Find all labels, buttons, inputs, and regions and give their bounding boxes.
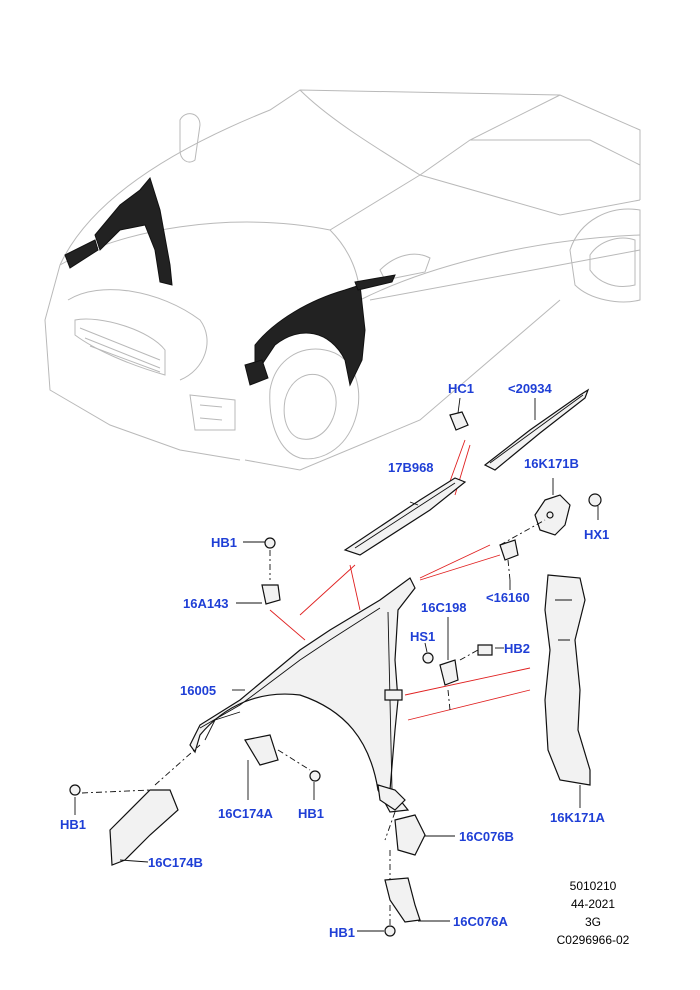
fastener-hs1 xyxy=(422,652,434,664)
callout-16c174a: 16C174A xyxy=(218,806,274,821)
callout-labels: HC1 <20934 17B968 16K171B HX1 HB1 16A143… xyxy=(60,381,609,940)
reference-code: 3G xyxy=(584,915,601,929)
bracket-16c076a xyxy=(384,850,421,925)
bracket-16c076b xyxy=(384,811,426,856)
fender-16005 xyxy=(189,577,416,813)
callout-hb1-mid: HB1 xyxy=(298,806,324,821)
callout-hc1: HC1 xyxy=(448,381,474,396)
callout-16c198: 16C198 xyxy=(421,600,467,615)
seal-17b968 xyxy=(343,477,467,556)
callout-17b968: 17B968 xyxy=(388,460,434,475)
bracket-16160 xyxy=(499,539,519,581)
callout-16k171a: 16K171A xyxy=(550,810,606,825)
callout-16005: 16005 xyxy=(180,683,216,698)
bracket-16a143 xyxy=(261,584,281,605)
callout-hx1: HX1 xyxy=(584,527,609,542)
callout-hb1-top: HB1 xyxy=(211,535,237,550)
callout-16k171b: 16K171B xyxy=(524,456,579,471)
reference-number: 5010210 xyxy=(569,879,617,893)
callout-hb2: HB2 xyxy=(504,641,530,656)
fastener-hb1-mid xyxy=(309,770,321,782)
bracket-16c174b xyxy=(81,744,201,866)
vehicle-overview xyxy=(44,89,641,471)
callout-20934: <20934 xyxy=(508,381,553,396)
callout-16160: <16160 xyxy=(486,590,530,605)
clip-hc1 xyxy=(449,411,469,431)
insulator-16k171a xyxy=(544,574,591,786)
bracket-16c174a xyxy=(244,734,311,771)
reference-date: 44-2021 xyxy=(570,897,616,911)
callout-16c174b: 16C174B xyxy=(148,855,203,870)
bracket-16k171b xyxy=(499,494,571,546)
fastener-hb1-top xyxy=(264,537,276,580)
reference-id: C0296966-02 xyxy=(556,933,630,947)
callout-hb1-bottom: HB1 xyxy=(329,925,355,940)
leader-lines xyxy=(74,397,599,932)
fastener-hb2 xyxy=(459,644,493,661)
fastener-hb1-bottom xyxy=(384,925,396,937)
trim-20934 xyxy=(483,388,590,471)
callout-16c076a: 16C076A xyxy=(453,914,509,929)
callout-16a143: 16A143 xyxy=(183,596,229,611)
fastener-hx1 xyxy=(588,493,602,507)
callout-hs1: HS1 xyxy=(410,629,435,644)
callout-16c076b: 16C076B xyxy=(459,829,514,844)
bracket-16c198 xyxy=(439,659,459,711)
callout-hb1-left: HB1 xyxy=(60,817,86,832)
fastener-hb1-left xyxy=(69,784,81,796)
